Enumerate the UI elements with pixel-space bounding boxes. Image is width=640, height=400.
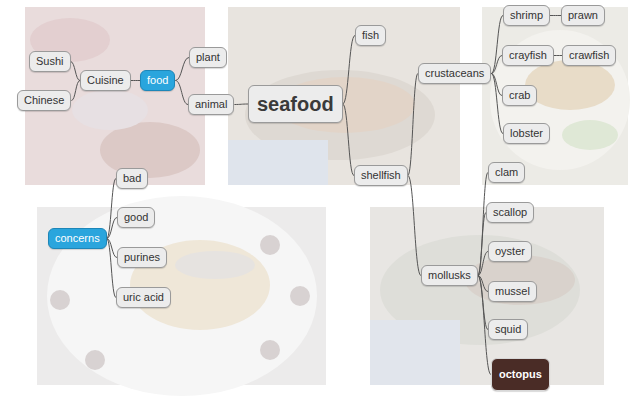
branch-line	[343, 36, 355, 105]
topic-box: Chinese	[17, 90, 71, 111]
branch-line	[550, 15, 561, 16]
topic-label: Sushi	[36, 55, 64, 67]
branch-line	[491, 74, 503, 134]
topic-label: animal	[195, 98, 227, 110]
topic-box: scallop	[486, 202, 534, 223]
topic-label: oyster	[495, 245, 525, 257]
topic-box: concerns	[48, 228, 107, 249]
topic-label: clam	[495, 166, 518, 178]
topic-label: crayfish	[509, 49, 547, 61]
topic-label: uric acid	[123, 291, 164, 303]
topic-box: shellfish	[354, 165, 408, 186]
branch-line	[175, 81, 188, 105]
branch-line	[71, 81, 80, 101]
topic-label: Cuisine	[87, 74, 124, 86]
branch-line	[107, 179, 116, 239]
topic-box: purines	[117, 247, 167, 268]
topic-label: fish	[362, 29, 379, 41]
topic-label: squid	[495, 323, 521, 335]
topic-box: oyster	[488, 241, 532, 262]
topic-box: squid	[488, 319, 528, 340]
topic-label: lobster	[510, 127, 543, 139]
topic-label: crab	[509, 89, 530, 101]
topic-label: scallop	[493, 206, 527, 218]
topic-box: good	[117, 207, 155, 228]
branch-line	[478, 252, 488, 276]
topic-box: Sushi	[29, 51, 71, 72]
topic-box: crayfish	[502, 45, 554, 66]
branch-line	[408, 74, 418, 176]
image-topic: octopus	[491, 358, 550, 391]
topic-label: food	[147, 74, 168, 86]
branch-line	[491, 16, 503, 74]
topic-box: crustaceans	[418, 63, 491, 84]
topic-label: plant	[196, 51, 220, 63]
topic-label: octopus	[499, 368, 542, 380]
topic-label: mollusks	[428, 269, 471, 281]
topic-label: purines	[124, 251, 160, 263]
branch-line	[408, 176, 421, 276]
topic-box: shrimp	[503, 5, 550, 26]
topic-box: crab	[502, 85, 537, 106]
topic-box: lobster	[503, 123, 550, 144]
topic-label: concerns	[55, 232, 100, 244]
topic-label: mussel	[495, 285, 530, 297]
topic-box: food	[140, 70, 175, 91]
branch-line	[71, 62, 80, 81]
central-topic: seafood	[248, 85, 343, 123]
branch-line	[491, 56, 502, 74]
topic-label: good	[124, 211, 148, 223]
topic-box: bad	[116, 168, 148, 189]
topic-box: fish	[355, 25, 386, 46]
branch-line	[175, 58, 189, 81]
topic-box: uric acid	[116, 287, 171, 308]
topic-label: bad	[123, 172, 141, 184]
topic-label: crustaceans	[425, 67, 484, 79]
branch-line	[343, 104, 354, 176]
branch-line	[107, 239, 116, 298]
branch-line	[131, 80, 140, 81]
topic-label: shellfish	[361, 169, 401, 181]
topic-box: prawn	[561, 5, 605, 26]
branch-line	[478, 173, 488, 276]
topic-box: mollusks	[421, 265, 478, 286]
topic-box: mussel	[488, 281, 537, 302]
topic-label: prawn	[568, 9, 598, 21]
topic-box: crawfish	[562, 45, 616, 66]
branch-line	[107, 218, 117, 239]
topic-label: seafood	[257, 93, 334, 115]
topic-box: clam	[488, 162, 525, 183]
topic-box: Cuisine	[80, 70, 131, 91]
topic-box: plant	[189, 47, 227, 68]
branch-line	[554, 55, 562, 56]
topic-label: Chinese	[24, 94, 64, 106]
branch-line	[234, 104, 248, 106]
topic-label: crawfish	[569, 49, 609, 61]
topic-box: animal	[188, 94, 234, 115]
topic-label: shrimp	[510, 9, 543, 21]
